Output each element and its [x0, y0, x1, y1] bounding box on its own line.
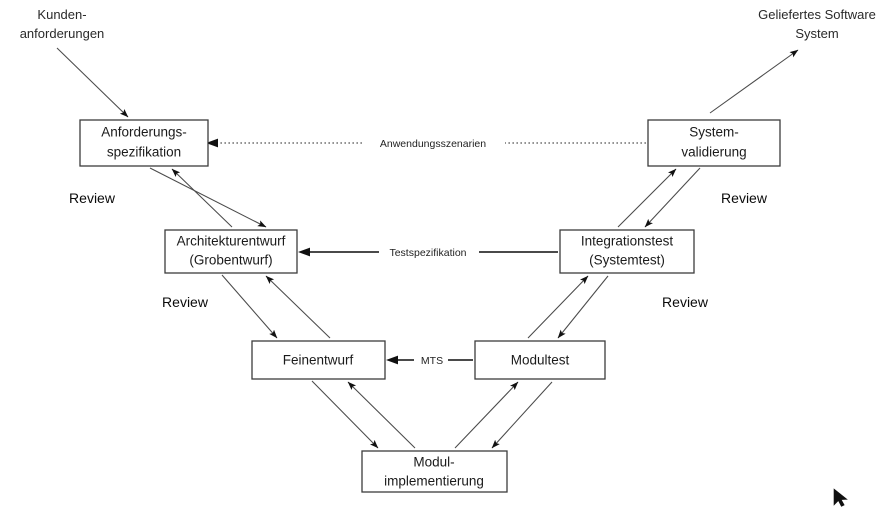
- edge-mts: MTS: [386, 352, 473, 367]
- box-label-modulimplementierung-line1: Modul-: [413, 455, 454, 470]
- edge-label-mts: MTS: [421, 355, 443, 367]
- edge-modulimpl-to-modultest: [454, 381, 519, 449]
- box-modulimplementierung[interactable]: Modul- implementierung: [361, 450, 508, 493]
- edge-feinentwurf-to-architektur: [265, 275, 331, 339]
- io-arrow-kundenanforderungen: [56, 47, 129, 118]
- box-integrationstest[interactable]: Integrationstest (Systemtest): [559, 229, 695, 274]
- edge-modultest-to-modulimpl: [491, 381, 553, 449]
- box-label-architekturentwurf-line2: (Grobentwurf): [189, 253, 272, 268]
- edge-integrationstest-to-systemvalidierung: [617, 168, 677, 228]
- box-label-integrationstest-line2: (Systemtest): [589, 253, 665, 268]
- io-label-geliefertes-software-system-line1: Geliefertes Software: [758, 7, 876, 22]
- review-label-left-top: Review: [69, 190, 116, 206]
- edge-architektur-to-feinentwurf: [221, 274, 278, 339]
- edge-testspezifikation: Testspezifikation: [298, 244, 558, 259]
- io-label-kundenanforderungen: Kunden- anforderungen: [20, 7, 105, 41]
- io-label-kundenanforderungen-line1: Kunden-: [37, 7, 86, 22]
- review-label-left-bottom: Review: [162, 294, 209, 310]
- edge-modultest-to-integrationstest: [527, 275, 589, 339]
- edge-architektur-to-anforderung: [171, 168, 233, 228]
- review-label-right-top: Review: [721, 190, 768, 206]
- io-label-geliefertes-software-system-line2: System: [795, 26, 838, 41]
- box-label-architekturentwurf-line1: Architekturentwurf: [177, 234, 286, 249]
- edge-label-testspezifikation: Testspezifikation: [389, 247, 466, 259]
- box-architekturentwurf[interactable]: Architekturentwurf (Grobentwurf): [164, 229, 298, 274]
- edge-anwendungsszenarien: Anwendungsszenarien: [206, 135, 646, 150]
- box-feinentwurf[interactable]: Feinentwurf: [251, 340, 386, 380]
- box-systemvalidierung[interactable]: System- validierung: [647, 119, 781, 167]
- mouse-cursor-icon: [833, 488, 848, 507]
- box-anforderungsspezifikation[interactable]: Anforderungs- spezifikation: [79, 119, 209, 167]
- box-label-modultest: Modultest: [511, 353, 570, 368]
- box-label-anforderungsspezifikation-line1: Anforderungs-: [101, 125, 187, 140]
- io-arrow-geliefertes-system: [709, 49, 799, 114]
- box-label-systemvalidierung-line1: System-: [689, 125, 739, 140]
- edge-systemvalidierung-to-integrationstest: [644, 167, 701, 228]
- edge-label-anwendungsszenarien: Anwendungsszenarien: [380, 138, 486, 150]
- box-label-integrationstest-line1: Integrationstest: [581, 234, 674, 249]
- edge-integrationstest-to-modultest: [557, 275, 609, 339]
- box-modultest[interactable]: Modultest: [474, 340, 606, 380]
- io-label-geliefertes-software-system: Geliefertes Software System: [758, 7, 876, 41]
- edge-anforderung-to-architektur: [149, 167, 267, 228]
- box-label-anforderungsspezifikation-line2: spezifikation: [107, 145, 181, 160]
- box-label-feinentwurf: Feinentwurf: [283, 353, 354, 368]
- edge-feinentwurf-to-modulimpl: [311, 380, 379, 449]
- box-label-modulimplementierung-line2: implementierung: [384, 474, 484, 489]
- box-label-systemvalidierung-line2: validierung: [681, 145, 746, 160]
- review-label-right-bottom: Review: [662, 294, 709, 310]
- edge-modulimpl-to-feinentwurf: [347, 381, 416, 449]
- io-label-kundenanforderungen-line2: anforderungen: [20, 26, 105, 41]
